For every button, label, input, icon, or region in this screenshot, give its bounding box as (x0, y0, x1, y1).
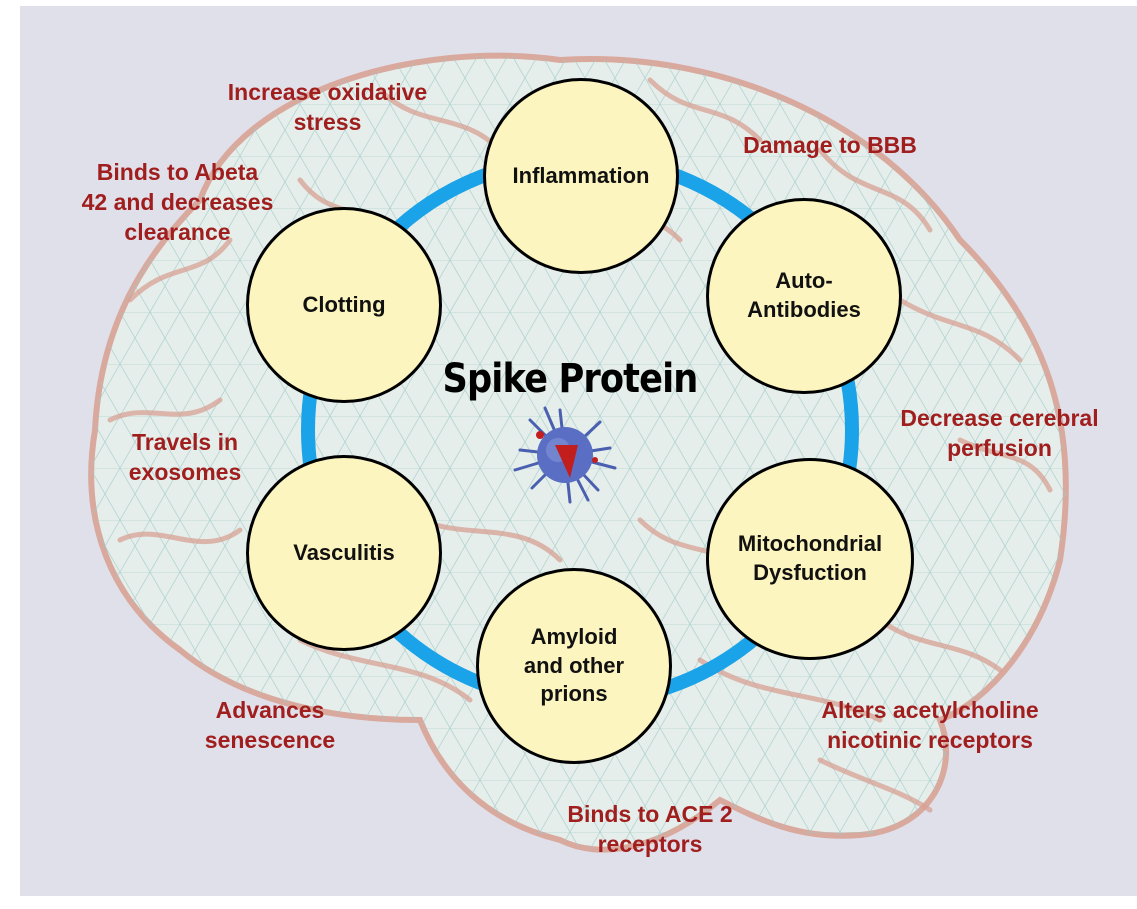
spike-protein-virus-icon (500, 400, 630, 510)
node-mitochondrial-label: Mitochondrial Dysfuction (738, 530, 882, 587)
node-inflammation: Inflammation (483, 78, 679, 274)
effect-cerebral-perfusion: Decrease cerebral perfusion (862, 404, 1137, 464)
effect-abeta: Binds to Abeta 42 and decreases clearanc… (40, 158, 315, 248)
node-auto-antibodies: Auto- Antibodies (706, 198, 902, 394)
effect-oxidative-stress: Increase oxidative stress (180, 78, 475, 138)
effect-ace2: Binds to ACE 2 receptors (520, 800, 780, 860)
effect-senescence: Advances senescence (170, 696, 370, 756)
effect-bbb-damage: Damage to BBB (690, 131, 970, 161)
node-vasculitis-label: Vasculitis (293, 539, 395, 568)
node-inflammation-label: Inflammation (513, 162, 650, 191)
node-amyloid-label: Amyloid and other prions (524, 623, 624, 709)
effect-exosomes: Travels in exosomes (90, 428, 280, 488)
node-mitochondrial-dysfunction: Mitochondrial Dysfuction (706, 458, 914, 660)
node-amyloid: Amyloid and other prions (476, 568, 672, 764)
center-title: Spike Protein (438, 356, 702, 402)
node-clotting-label: Clotting (302, 291, 385, 320)
effect-acetylcholine: Alters acetylcholine nicotinic receptors (780, 696, 1080, 756)
node-auto-antibodies-label: Auto- Antibodies (747, 267, 861, 324)
